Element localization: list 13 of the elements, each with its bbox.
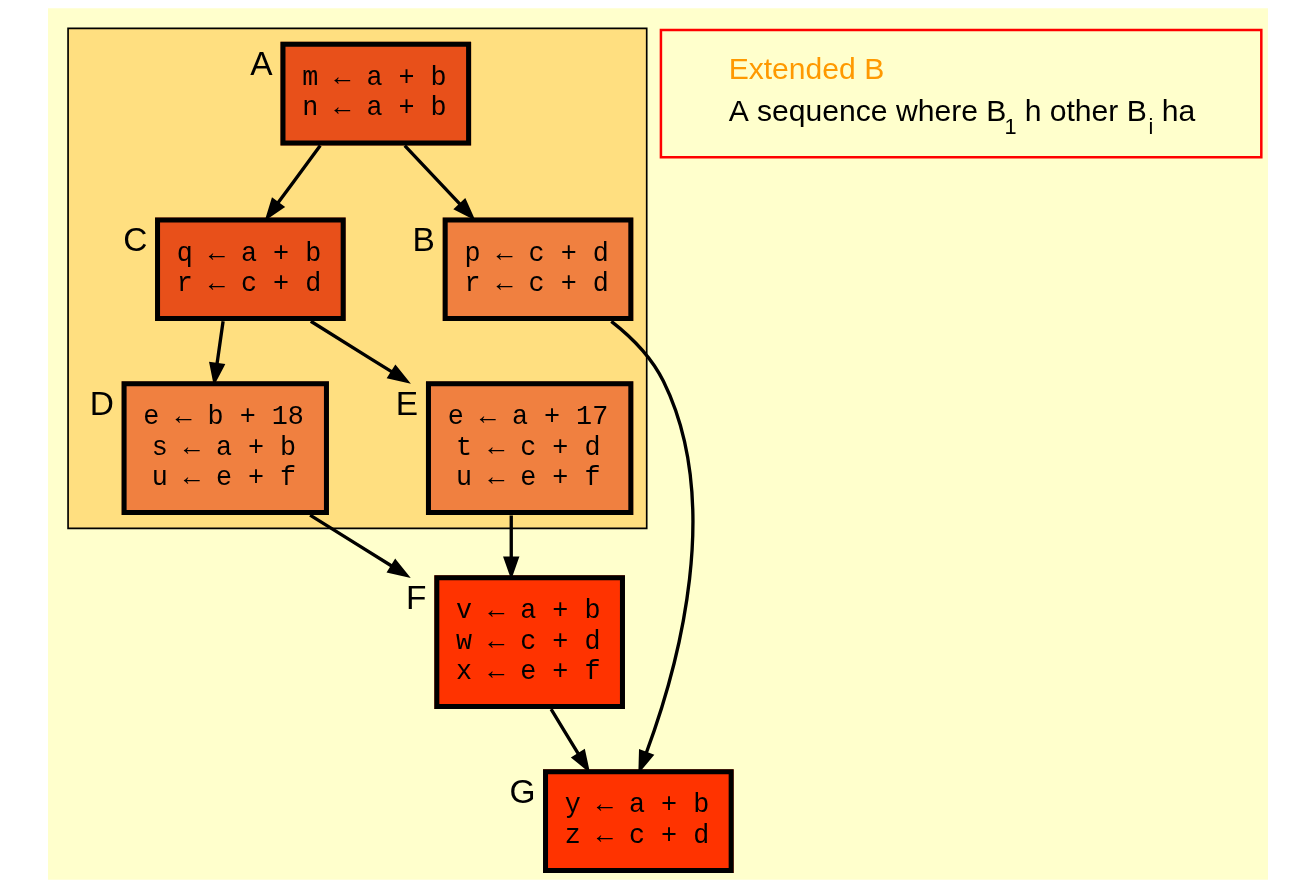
arrow <box>309 319 411 384</box>
node-label: E <box>395 384 419 422</box>
node-label: B <box>412 220 435 258</box>
arrow <box>403 144 476 221</box>
node-label: A <box>250 45 273 83</box>
node-box: Extended B A sequence where B$_{1}$ h other B$_{i}$ ha <box>659 28 1263 159</box>
node-label: G <box>509 772 536 810</box>
node-label: F <box>405 578 427 616</box>
cluster <box>67 27 648 530</box>
node-label: D <box>89 384 114 422</box>
arrow <box>264 144 322 221</box>
node-label: C <box>123 220 148 258</box>
arrow <box>309 513 411 578</box>
